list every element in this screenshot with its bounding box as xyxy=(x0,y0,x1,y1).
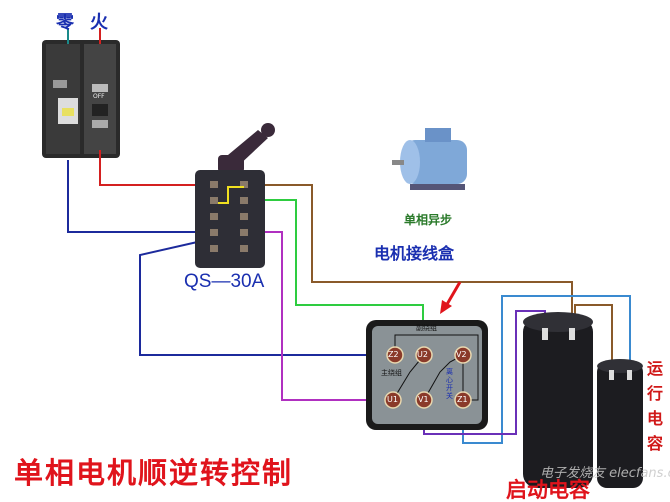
red-wire xyxy=(99,150,213,186)
motor-label: 单相异步 xyxy=(404,213,453,227)
aux-winding-label: 副绕组 xyxy=(416,324,437,332)
lightblue-wire-z1 xyxy=(462,295,631,444)
live-label: 火 xyxy=(90,12,108,33)
run-capacitor xyxy=(597,359,643,488)
breaker-off-text: OFF xyxy=(93,93,105,100)
terminal-z2: Z2 xyxy=(388,350,399,359)
junction-box xyxy=(366,320,488,430)
reversing-switch xyxy=(195,123,275,268)
switch-model-label: QS—30A xyxy=(184,271,265,292)
motor-image xyxy=(392,128,467,190)
main-winding-label: 主绕组 xyxy=(381,369,402,377)
junction-box-label: 电机接线盒 xyxy=(374,244,455,263)
circuit-breaker xyxy=(42,28,120,158)
pointer-arrow xyxy=(440,281,462,314)
neutral-label: 零 xyxy=(56,12,74,33)
terminal-v1: V1 xyxy=(418,395,429,404)
terminal-v2: V2 xyxy=(456,350,467,359)
terminal-z1: Z1 xyxy=(457,395,468,404)
centrifugal-switch-label: 离心开关 xyxy=(446,368,453,400)
watermark: 电子发烧友 elecfans.com xyxy=(540,466,670,481)
start-capacitor-label: 启动电容 xyxy=(506,478,590,502)
navy-wire-breaker xyxy=(67,160,215,233)
run-capacitor-label: 运行电容 xyxy=(647,359,664,453)
diagram-title: 单相电机顺逆转控制 xyxy=(14,456,294,490)
start-capacitor xyxy=(523,312,593,488)
navy-wire-z2 xyxy=(139,237,395,356)
terminal-u2: U2 xyxy=(417,350,428,359)
terminal-u1: U1 xyxy=(387,395,398,404)
yellow-jumper xyxy=(218,186,244,204)
